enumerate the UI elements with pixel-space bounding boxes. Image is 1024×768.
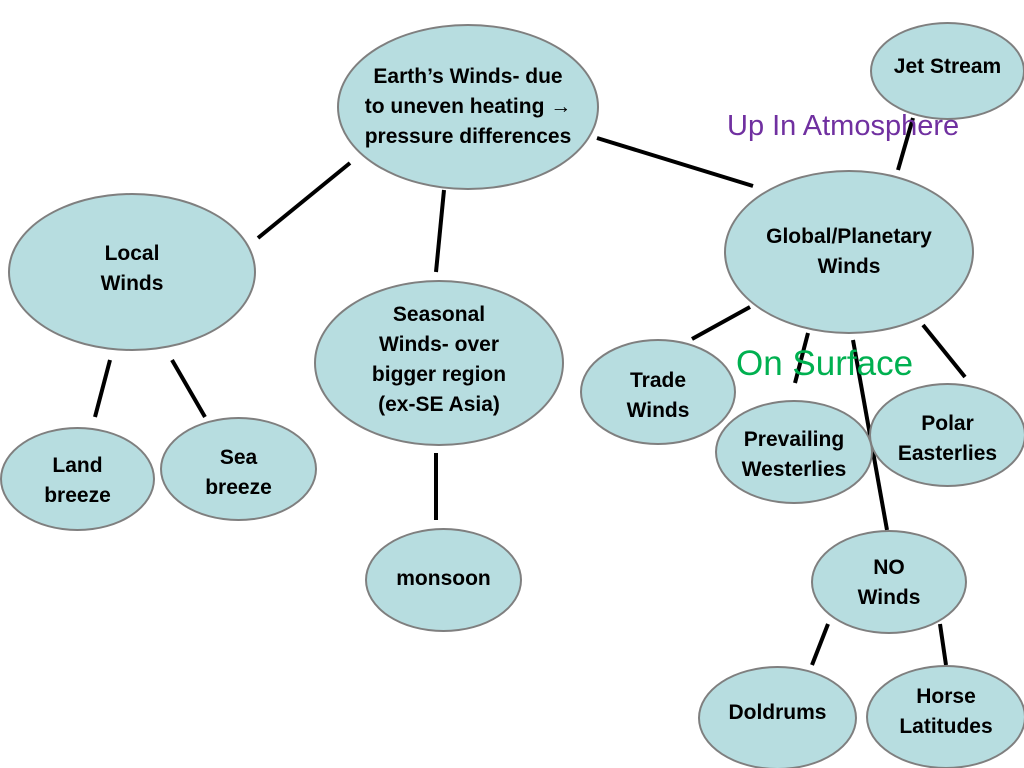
link-nowinds-horse <box>938 623 948 666</box>
no-winds-node-label: NO Winds <box>857 556 921 609</box>
monsoon-node: monsoon <box>365 528 522 632</box>
root-node-label: Earth’s Winds- due to uneven heating → p… <box>364 65 572 148</box>
jet-stream-node: Jet Stream <box>870 22 1024 120</box>
local-winds-node: Local Winds <box>8 193 256 351</box>
jet-stream-node-label: Jet Stream <box>893 55 1002 78</box>
prevailing-westerlies-node-label: Prevailing Westerlies <box>741 428 847 481</box>
link-global-polar <box>921 323 967 379</box>
seasonal-winds-node: Seasonal Winds- over bigger region (ex-S… <box>314 280 564 446</box>
sea-breeze-node-label: Sea breeze <box>205 446 272 499</box>
trade-winds-node-label: Trade Winds <box>626 369 690 422</box>
doldrums-node: Doldrums <box>698 666 857 768</box>
sea-breeze-node: Sea breeze <box>160 417 317 521</box>
root-node: Earth’s Winds- due to uneven heating → p… <box>337 24 599 190</box>
prevailing-westerlies-node: Prevailing Westerlies <box>715 400 873 504</box>
link-local-sea <box>170 358 207 419</box>
link-global-westerlies <box>793 332 810 384</box>
local-winds-node-label: Local Winds <box>100 242 164 295</box>
land-breeze-node: Land breeze <box>0 427 155 531</box>
on-surface-label: On Surface <box>736 344 914 383</box>
global-winds-node-label: Global/Planetary Winds <box>766 225 932 278</box>
seasonal-winds-node-label: Seasonal Winds- over bigger region (ex-S… <box>371 303 507 416</box>
monsoon-node-label: monsoon <box>396 567 491 590</box>
link-global-trade <box>691 305 751 341</box>
link-nowinds-doldrums <box>810 623 830 666</box>
polar-easterlies-node-label: Polar Easterlies <box>897 412 998 465</box>
up-in-atmosphere-label: Up In Atmosphere <box>727 110 960 142</box>
horse-latitudes-node: Horse Latitudes <box>866 665 1024 768</box>
global-winds-node: Global/Planetary Winds <box>724 170 974 334</box>
no-winds-node: NO Winds <box>811 530 967 634</box>
land-breeze-node-label: Land breeze <box>44 454 111 507</box>
link-global-jet <box>896 117 915 171</box>
link-root-seasonal <box>434 189 446 273</box>
link-root-global <box>596 136 754 188</box>
horse-latitudes-node-label: Horse Latitudes <box>899 685 993 738</box>
link-root-local <box>256 161 352 240</box>
doldrums-node-label: Doldrums <box>728 701 827 724</box>
polar-easterlies-node: Polar Easterlies <box>869 383 1024 487</box>
link-local-land <box>93 359 112 418</box>
trade-winds-node: Trade Winds <box>580 339 736 445</box>
